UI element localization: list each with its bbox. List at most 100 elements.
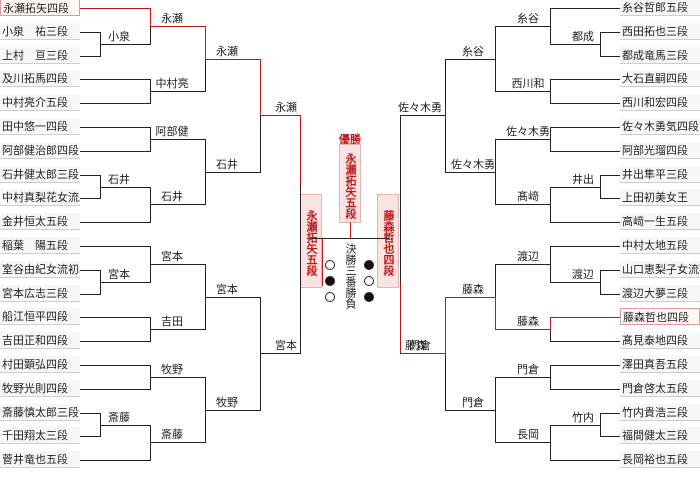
left-player-slot: 室谷由紀女流初段 <box>0 260 80 278</box>
bracket-line <box>550 317 551 331</box>
right-round2-winner: 佐々木勇 <box>506 124 550 138</box>
right-round3-winner: 佐々木勇 <box>451 157 495 171</box>
bracket-line <box>80 150 150 152</box>
right-player-slot: 門倉啓太五段 <box>620 379 700 397</box>
bracket-line <box>445 58 495 60</box>
left-round1-winner: 斎藤 <box>108 410 130 424</box>
left-game-result-mark <box>325 276 335 286</box>
bracket-line <box>322 238 323 286</box>
bracket-line <box>550 317 620 319</box>
right-round2-winner: 西川和 <box>511 77 545 91</box>
left-player-slot: 村田顕弘四段 <box>0 356 80 373</box>
left-player-slot: 宮本広志三段 <box>0 284 80 302</box>
left-game-result-mark <box>325 260 335 270</box>
bracket-line <box>550 365 551 390</box>
bracket-line <box>600 436 620 438</box>
right-player-slot: 都成竜馬三段 <box>620 46 700 64</box>
bracket-line <box>550 150 620 152</box>
bracket-line <box>600 269 601 295</box>
bracket-line <box>550 43 600 45</box>
bracket-line <box>400 283 401 354</box>
bracket-line <box>600 174 601 200</box>
right-player-slot: 大石直嗣四段 <box>620 70 700 88</box>
left-round3-winner: 宮本 <box>216 282 238 296</box>
bracket-line <box>80 31 100 33</box>
bracket-line <box>150 263 205 265</box>
bracket-line <box>205 409 260 411</box>
bracket-line <box>550 222 620 224</box>
right-round2-winner: 門倉 <box>517 362 539 376</box>
bracket-line <box>600 293 620 295</box>
left-round1-winner: 石井 <box>108 172 130 186</box>
left-player-slot: 船江恒平四段 <box>0 308 80 326</box>
bracket-line <box>445 296 446 355</box>
bracket-line <box>150 204 205 206</box>
bracket-line <box>445 296 495 298</box>
right-player-slot: 中村太地五段 <box>620 237 700 254</box>
bracket-line <box>80 198 100 200</box>
bracket-line <box>80 8 150 9</box>
left-player-slot: 吉田正和四段 <box>0 332 80 350</box>
bracket-line <box>495 376 496 444</box>
right-player-slot: 藤森哲也四段 <box>620 308 700 326</box>
left-round4-winner: 永瀬 <box>275 101 297 115</box>
bracket-line <box>150 8 151 27</box>
left-round2-winner: 永瀬 <box>161 11 183 25</box>
left-round2-winner: 中村亮 <box>155 77 189 91</box>
right-game-result-mark <box>364 292 374 302</box>
bracket-line <box>260 58 261 117</box>
bracket-line <box>150 138 205 140</box>
bracket-line <box>550 246 620 247</box>
bracket-line <box>550 424 600 426</box>
right-player-slot: 西田拓也三段 <box>620 22 700 40</box>
bracket-line <box>550 424 551 462</box>
bracket-line <box>495 376 550 378</box>
left-round2-winner: 阿部健 <box>155 124 189 138</box>
left-round3-winner: 永瀬 <box>216 44 238 58</box>
bracket-line <box>495 329 550 331</box>
bracket-line <box>400 353 445 355</box>
bracket-line <box>600 412 620 414</box>
bracket-line <box>150 91 205 93</box>
bracket-line <box>550 365 620 366</box>
bracket-line <box>550 79 620 81</box>
left-player-slot: 阿部健治郎四段 <box>0 141 80 159</box>
left-round2-winner: 吉田 <box>161 315 183 329</box>
bracket-line <box>150 25 205 27</box>
right-round2-winner: 渡辺 <box>517 249 539 263</box>
left-round4-winner: 宮本 <box>275 339 297 353</box>
right-player-slot: 澤田真吾五段 <box>620 356 700 373</box>
bracket-line <box>80 293 100 295</box>
right-game-result-mark <box>364 260 374 270</box>
bracket-line <box>445 171 495 173</box>
bracket-line <box>80 341 150 343</box>
left-round3-winner: 牧野 <box>216 395 238 409</box>
bracket-line <box>495 25 550 27</box>
bracket-line <box>80 269 100 271</box>
bracket-line <box>600 269 620 271</box>
bracket-line <box>100 424 150 426</box>
bracket-line <box>150 442 205 444</box>
bracket-line <box>300 115 301 355</box>
right-round1-winner: 渡辺 <box>572 267 594 281</box>
bracket-line <box>550 127 620 128</box>
bracket-line <box>100 43 150 45</box>
bracket-line <box>80 174 100 176</box>
left-player-slot: 永瀬拓矢四段 <box>0 0 80 16</box>
bracket-line <box>495 442 550 444</box>
left-player-slot: 菅井竜也五段 <box>0 451 80 469</box>
bracket-line <box>550 341 620 343</box>
bracket-line <box>495 138 550 140</box>
bracket-line <box>550 79 551 105</box>
bracket-line <box>495 91 550 93</box>
final-format-label: 決勝三番勝負 <box>344 243 357 309</box>
bracket-line <box>445 409 495 411</box>
right-round4-winner: 門倉 <box>409 339 431 353</box>
bracket-line <box>495 25 496 93</box>
bracket-line <box>400 115 445 117</box>
right-round1-winner: 井出 <box>572 172 594 186</box>
bracket-line <box>550 281 600 283</box>
right-round1-winner: 竹内 <box>572 410 594 424</box>
bracket-line <box>205 296 260 298</box>
